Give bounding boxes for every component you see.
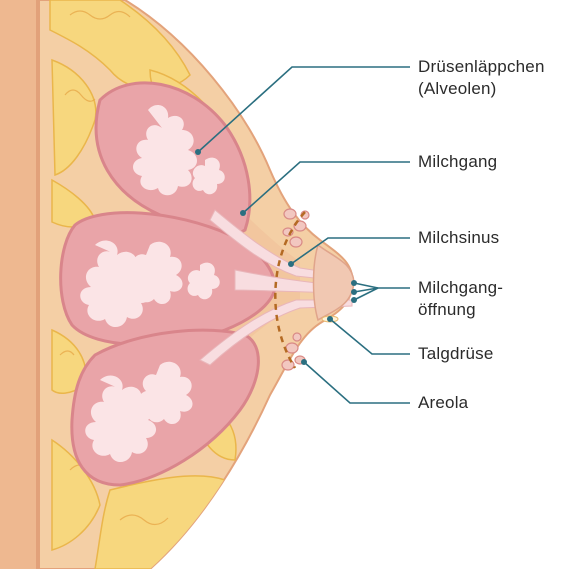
label-milchsinus: Milchsinus [418, 227, 499, 249]
label-talgdruese-line1: Talgdrüse [418, 343, 494, 365]
label-areola: Areola [418, 392, 468, 414]
label-milchgang-oeffnung-line2: öffnung [418, 299, 503, 321]
label-druesenlaeppchen-line2: (Alveolen) [418, 78, 545, 100]
label-milchgang-oeffnung: Milchgang- öffnung [418, 277, 503, 321]
label-milchgang: Milchgang [418, 151, 497, 173]
nipple [314, 245, 355, 320]
chest-wall [0, 0, 36, 569]
label-talgdruese: Talgdrüse [418, 343, 494, 365]
label-druesenlaeppchen-line1: Drüsenläppchen [418, 56, 545, 78]
label-milchsinus-line1: Milchsinus [418, 227, 499, 249]
label-druesenlaeppchen: Drüsenläppchen (Alveolen) [418, 56, 545, 100]
label-areola-line1: Areola [418, 392, 468, 414]
label-milchgang-oeffnung-line1: Milchgang- [418, 277, 503, 299]
label-milchgang-line1: Milchgang [418, 151, 497, 173]
